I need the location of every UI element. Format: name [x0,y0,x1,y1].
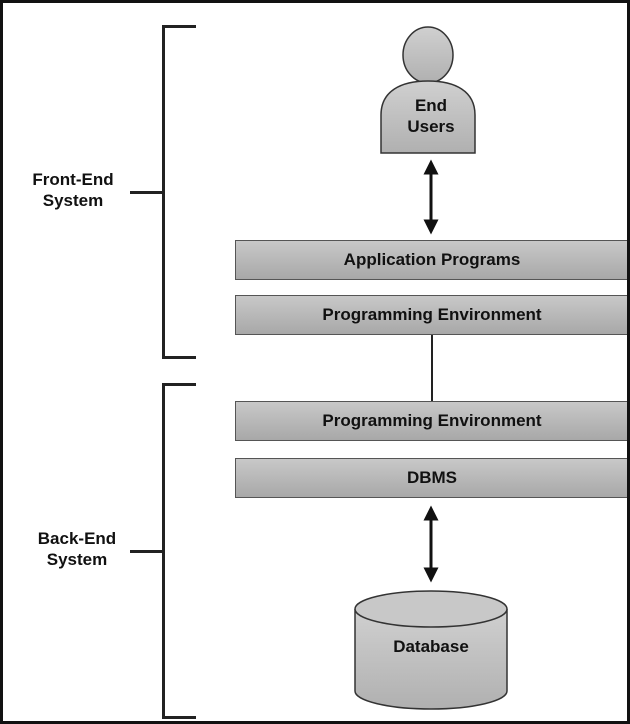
diagram-shapes [354,26,508,710]
front-programming-environment-layer: Programming Environment [235,295,627,335]
back-end-label: Back-End System [17,528,137,570]
database-label: Database [393,637,469,656]
back-end-bracket [162,383,196,719]
front-end-label-line1: Front-End [32,170,114,189]
front-end-label: Front-End System [13,169,133,211]
dbms-layer: DBMS [235,458,627,498]
back-end-label-line1: Back-End [37,529,117,548]
back-programming-environment-layer: Programming Environment [235,401,627,441]
application-programs-layer: Application Programs [235,240,627,280]
end-users-label-line2: Users [407,117,455,136]
back-end-bracket-tick [130,550,164,553]
end-users-label: End Users [381,95,481,137]
front-end-label-line2: System [42,191,104,210]
front-end-bracket-tick [130,191,164,194]
end-users-label-line1: End [414,96,448,115]
back-end-label-line2: System [46,550,108,569]
front-back-connector-line [431,335,433,401]
front-end-bracket [162,25,196,359]
